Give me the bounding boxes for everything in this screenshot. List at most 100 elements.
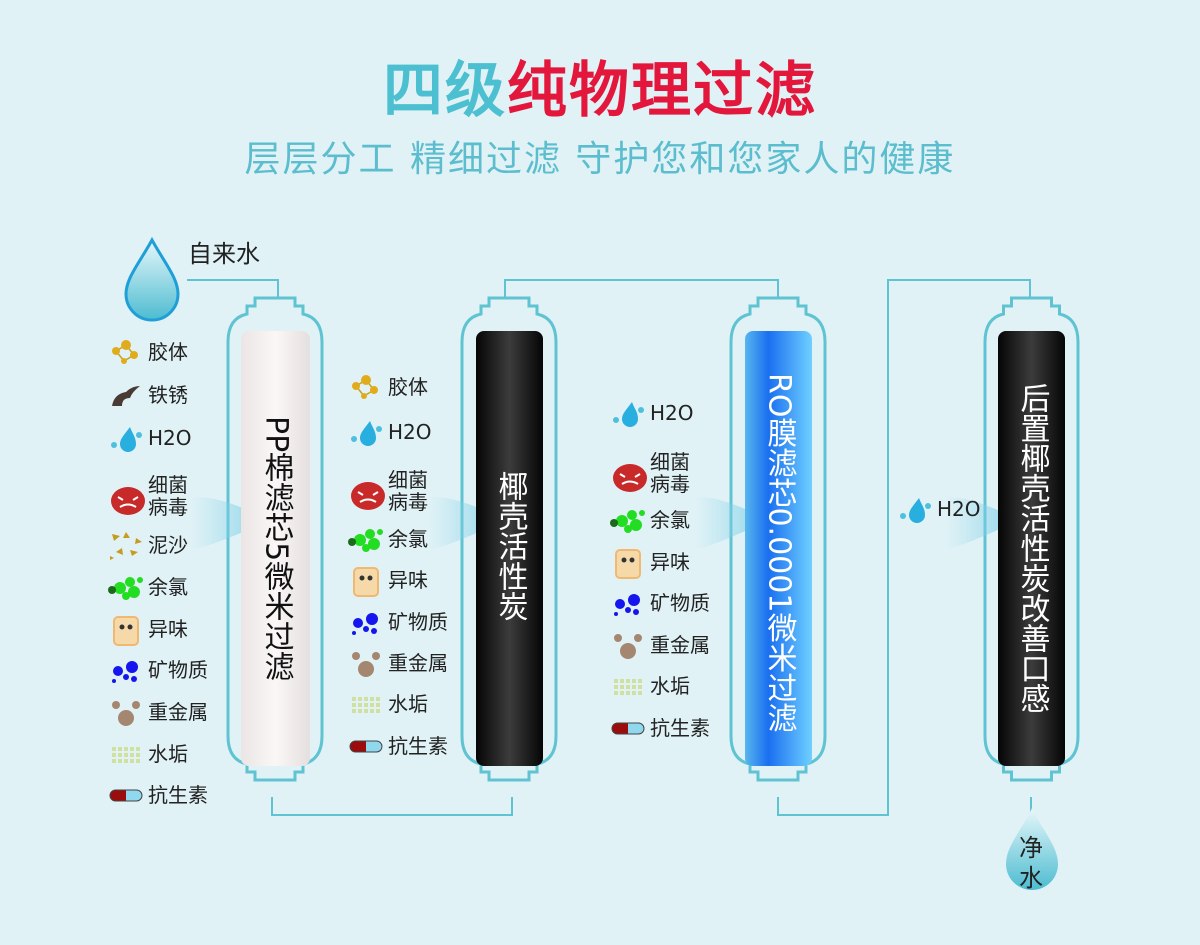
contaminant-item: 异味 bbox=[610, 547, 690, 579]
contaminant-item: 胶体 bbox=[108, 337, 188, 367]
pure-water-drop-icon bbox=[1006, 808, 1058, 890]
rust-icon bbox=[108, 380, 144, 410]
contaminant-label: 细菌病毒 bbox=[148, 473, 188, 519]
contaminant-label: 细菌病毒 bbox=[650, 450, 690, 496]
filter-housing-3 bbox=[729, 296, 827, 782]
contaminant-item: 细菌病毒 bbox=[610, 451, 692, 495]
bacteria-icon bbox=[108, 481, 145, 515]
mineral-icon bbox=[108, 655, 144, 685]
odor-icon bbox=[108, 614, 144, 646]
pipe-2-3 bbox=[504, 279, 779, 298]
contaminant-label: H2O bbox=[937, 497, 981, 521]
contaminant-item: 重金属 bbox=[348, 648, 448, 678]
bacteria-icon bbox=[610, 458, 647, 492]
contaminant-label: 异味 bbox=[650, 550, 690, 574]
contaminant-label: 余氯 bbox=[148, 575, 188, 599]
chlorine-icon bbox=[108, 572, 144, 602]
pure-water-label-1: 净 bbox=[1019, 834, 1043, 862]
antibiotic-icon bbox=[610, 713, 646, 743]
contaminant-label: 细菌病毒 bbox=[388, 468, 428, 514]
contaminant-label: 异味 bbox=[388, 568, 428, 592]
contaminant-label: 铁锈 bbox=[148, 383, 188, 407]
contaminant-label: 抗生素 bbox=[148, 783, 208, 807]
sediment-icon bbox=[108, 530, 144, 560]
filter-cartridge-4: 后置椰壳活性炭改善口感 bbox=[998, 331, 1065, 766]
filter-housing-1 bbox=[226, 296, 324, 782]
title-part-1: 四级 bbox=[383, 56, 507, 126]
contaminant-item: 细菌病毒 bbox=[348, 469, 430, 513]
water-drop-icon bbox=[610, 398, 646, 428]
filter-label: RO膜滤芯0.0001微米过滤 bbox=[761, 373, 797, 733]
pipe-inlet bbox=[187, 279, 279, 298]
contaminant-label: H2O bbox=[388, 420, 432, 444]
contaminant-label: 重金属 bbox=[148, 700, 208, 724]
contaminant-item: H2O bbox=[348, 417, 432, 447]
odor-icon bbox=[348, 565, 384, 597]
colloid-icon bbox=[108, 337, 144, 367]
pure-water-label-2: 水 bbox=[1019, 864, 1043, 892]
contaminant-item: 水垢 bbox=[348, 689, 428, 719]
pipe-1-2 bbox=[271, 797, 513, 816]
contaminant-item: 异味 bbox=[348, 565, 428, 597]
contaminant-item: 抗生素 bbox=[348, 731, 448, 761]
filter-housing-2 bbox=[460, 296, 558, 782]
chlorine-icon bbox=[348, 524, 384, 554]
filter-label: PP棉滤芯5微米过滤 bbox=[258, 416, 294, 682]
page-title: 四级纯物理过滤 bbox=[0, 42, 1200, 129]
contaminant-label: 重金属 bbox=[650, 633, 710, 657]
pipe-3-4 bbox=[777, 279, 1031, 816]
scale-icon bbox=[610, 671, 646, 701]
contaminant-item: 抗生素 bbox=[108, 780, 208, 810]
antibiotic-icon bbox=[108, 780, 144, 810]
filter-cartridge-1: PP棉滤芯5微米过滤 bbox=[241, 331, 310, 766]
contaminant-item: 异味 bbox=[108, 614, 188, 646]
scale-icon bbox=[108, 739, 144, 769]
antibiotic-icon bbox=[348, 731, 384, 761]
filter-cartridge-3: RO膜滤芯0.0001微米过滤 bbox=[745, 331, 812, 766]
contaminant-label: 余氯 bbox=[388, 527, 428, 551]
contaminant-label: 矿物质 bbox=[650, 591, 710, 615]
contaminant-label: 异味 bbox=[148, 617, 188, 641]
filter-label: 椰壳活性炭 bbox=[492, 471, 528, 621]
water-drop-icon bbox=[348, 417, 384, 447]
contaminant-label: 水垢 bbox=[148, 742, 188, 766]
contaminant-label: 胶体 bbox=[148, 340, 188, 364]
water-drop-icon bbox=[108, 423, 144, 453]
filter-housing-4 bbox=[983, 296, 1080, 782]
contaminant-item: 余氯 bbox=[108, 572, 188, 602]
title-part-2: 纯物理过滤 bbox=[507, 56, 817, 126]
contaminant-label: H2O bbox=[148, 426, 192, 450]
contaminant-item: 泥沙 bbox=[108, 530, 188, 560]
subtitle: 层层分工 精细过滤 守护您和您家人的健康 bbox=[244, 139, 956, 180]
contaminant-item: 余氯 bbox=[610, 505, 690, 535]
odor-icon bbox=[610, 547, 646, 579]
contaminant-label: 泥沙 bbox=[148, 533, 188, 557]
contaminant-label: 抗生素 bbox=[650, 716, 710, 740]
heavy-metal-icon bbox=[348, 648, 384, 678]
colloid-icon bbox=[348, 372, 384, 402]
contaminant-item: 抗生素 bbox=[610, 713, 710, 743]
contaminant-item: 重金属 bbox=[108, 697, 208, 727]
mineral-icon bbox=[610, 588, 646, 618]
contaminant-label: H2O bbox=[650, 401, 694, 425]
filter-label: 后置椰壳活性炭改善口感 bbox=[1014, 383, 1050, 713]
contaminant-label: 重金属 bbox=[388, 651, 448, 675]
contaminant-label: 水垢 bbox=[388, 692, 428, 716]
water-drop-icon bbox=[897, 494, 933, 524]
contaminant-item: H2O bbox=[108, 423, 192, 453]
tap-water-label: 自来水 bbox=[188, 240, 260, 268]
contaminant-label: 余氯 bbox=[650, 508, 690, 532]
contaminant-item: 余氯 bbox=[348, 524, 428, 554]
contaminant-label: 矿物质 bbox=[388, 610, 448, 634]
bacteria-icon bbox=[348, 476, 385, 510]
contaminant-label: 水垢 bbox=[650, 674, 690, 698]
scale-icon bbox=[348, 689, 384, 719]
contaminant-label: 抗生素 bbox=[388, 734, 448, 758]
contaminant-item: 矿物质 bbox=[108, 655, 208, 685]
contaminant-item: 矿物质 bbox=[348, 607, 448, 637]
contaminant-label: 矿物质 bbox=[148, 658, 208, 682]
filter-cartridge-2: 椰壳活性炭 bbox=[476, 331, 543, 766]
contaminant-item: 水垢 bbox=[108, 739, 188, 769]
contaminant-item: 矿物质 bbox=[610, 588, 710, 618]
contaminant-label: 胶体 bbox=[388, 375, 428, 399]
